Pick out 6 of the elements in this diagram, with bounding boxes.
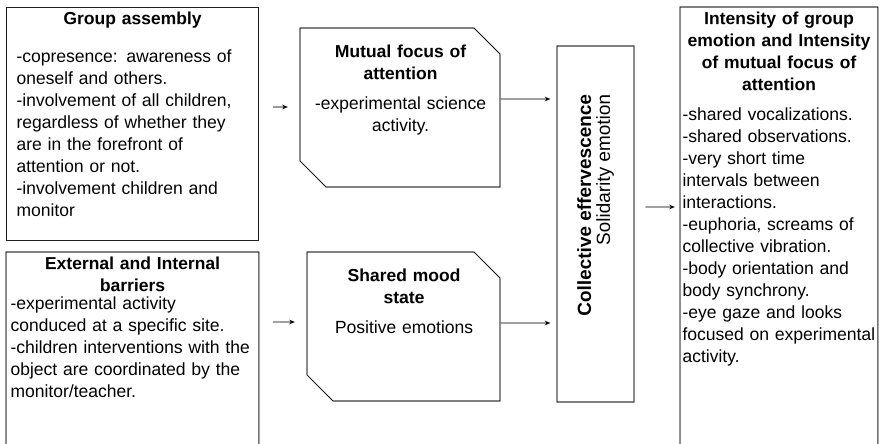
process-box: Intensity of group emotion and Intensity of mutual focus of attention -shared vocalizations. -shared observations. -very short time intervals between interactions. -euphoria, screams of collective vibration. -body orientation and body synchrony. -eye gaze and looks focused on experimental activity. (680, 6, 878, 444)
vertical-box: Collective effervescence Solidarity emotion (556, 46, 634, 402)
process-box: External and Internal barriers -experimental activity conduced at a specific site. -children interventions with the object are coordinated by the monitor/teacher. (6, 252, 260, 444)
process-box: Group assembly -copresence: awareness of oneself and others. -involvement of all children, regardless of whether they are in the forefront of attention or not. -involvement children and monitor (6, 7, 259, 241)
chamfered-box: Shared mood state Positive emotions (306, 252, 500, 402)
chamfered-box: Mutual focus of attention -experimental science activity. (300, 28, 500, 188)
